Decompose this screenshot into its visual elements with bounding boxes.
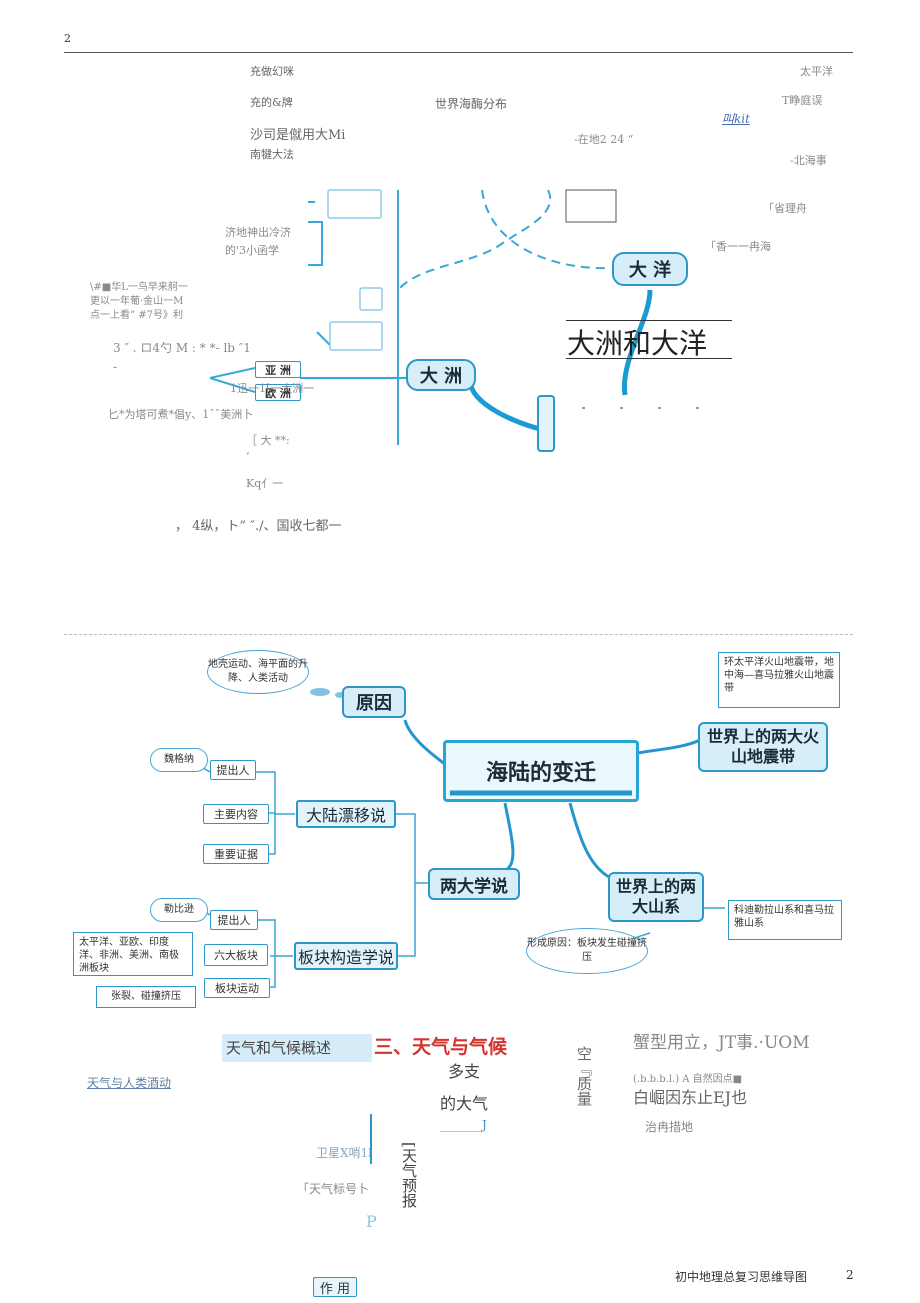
footer-page-number: 2: [846, 1268, 854, 1282]
header-rule: [64, 52, 853, 53]
section-divider: [64, 634, 853, 635]
ocr-text: 「省理舟: [763, 202, 807, 215]
ocr-text: ‘: [246, 450, 250, 463]
ocr-text: 济地神出冷济: [225, 226, 291, 239]
mountains-note: 科迪勒拉山系和喜马拉雅山系: [728, 900, 842, 940]
node-oceans: 大 洋: [612, 252, 688, 286]
plate-motion-note: 张裂、碰撞挤压: [96, 986, 196, 1008]
plate-motion: 板块运动: [204, 978, 270, 998]
drift-content: 主要内容: [203, 804, 269, 824]
node-continental-drift: 大陆漂移说: [296, 800, 396, 828]
ocr-text: 1迅一1[一大洲一: [230, 382, 315, 395]
mountains-reason-bubble: 形成原因：板块发生碰撞挤压: [526, 928, 648, 974]
ocr-text: -: [113, 360, 118, 374]
node-plate-tectonics: 板块构造学说: [294, 942, 398, 970]
ocr-text: 点一上看” #7号》利: [90, 310, 184, 321]
six-plates-note: 太平洋、亚欧、印度洋、非洲、美洲、南极洲板块: [73, 932, 193, 976]
ocr-text: 3 ″ . ロ4勺 M : * *- lb ″1: [113, 341, 251, 355]
node-continents: 大 洲: [406, 359, 476, 391]
ocr-text: (.b.b.b.l.) A 自然因点■: [633, 1074, 743, 1085]
ocr-text: 治冉措地: [645, 1120, 694, 1134]
ocr-text: 的大气: [440, 1094, 489, 1113]
ocr-text: ， 4纵，ト” ″./、国收七都一: [175, 519, 342, 534]
ocr-text: 充的&牌: [250, 96, 293, 109]
ocr-text: _______J: [440, 1118, 487, 1132]
ocr-text: 更以一年葡·金山一M: [90, 296, 184, 307]
ocr-text: 「天气标号卜: [297, 1182, 370, 1196]
section3-title: 三、天气与气候: [374, 1036, 508, 1058]
ocr-text: 南犍大法: [250, 148, 294, 161]
ocr-text: -在地2 24 “: [574, 133, 634, 146]
ocr-text: 卫星X哨1l: [316, 1146, 373, 1160]
weather-overview-label: 天气和气候概述: [222, 1034, 372, 1062]
drift-proposer: 提出人: [210, 760, 256, 780]
ocr-text: T睁庭误: [782, 94, 823, 107]
footer-title: 初中地理总复习思维导图: [675, 1270, 808, 1284]
ocr-text: 世界海酶分布: [435, 97, 508, 111]
ocr-text: 充做幻咪: [250, 65, 294, 78]
node-function: 作 用: [313, 1277, 357, 1297]
node-two-theories: 两大学说: [428, 868, 520, 900]
node-two-volcano-belts: 世界上的两大火山地震带: [698, 722, 828, 772]
ocr-text: 沙司是僦用大Mi: [250, 128, 346, 143]
ocr-text: ［ 大 **:: [246, 434, 290, 447]
ocr-text: 的'3小函学: [225, 244, 280, 257]
plate-proposer: 提出人: [210, 910, 258, 930]
ocr-text: 多支: [448, 1062, 481, 1081]
ocr-text: 叫kit: [722, 112, 750, 126]
ocr-text: Kq亻一: [246, 477, 284, 490]
ocr-text: 匕*为塔可煮*倡y、1ˆˆ美洲卜: [108, 408, 254, 421]
node-asia: 亚 洲: [255, 361, 301, 378]
ocr-text: \#■华L一鸟早来舸一: [90, 282, 188, 293]
section1-title: 大洲和大洋: [567, 327, 708, 360]
node-europe: 欧 洲: [255, 384, 301, 401]
ocr-text: P: [366, 1212, 377, 1231]
drift-evidence: 重要证据: [203, 844, 269, 864]
ocr-vertical-text: 空『质量: [575, 1046, 593, 1106]
plate-proposer-bubble: 勒比逊: [150, 898, 208, 922]
page-number-top: 2: [64, 32, 71, 45]
ocr-text: 「香一一冉海: [705, 240, 771, 253]
node-two-mountain-systems: 世界上的两大山系: [608, 872, 704, 922]
six-plates: 六大板块: [204, 944, 268, 966]
ocr-vertical-text: [天气预报: [400, 1142, 418, 1208]
wegener-bubble: 魏格纳: [150, 748, 208, 772]
volcano-note: 环太平洋火山地震带，地中海—喜马拉雅火山地震带: [718, 652, 840, 708]
ocr-text: 太平洋: [800, 65, 833, 78]
ocr-text: 蟹型用立，JT事.·UOM: [633, 1033, 810, 1053]
ocr-text: 白崛因东止EJ也: [633, 1088, 748, 1107]
reason-bubble: 地壳运动、海平面的升降、人类活动: [207, 650, 309, 694]
ocr-text: -北海事: [790, 154, 827, 167]
node-reason: 原因: [342, 686, 406, 718]
weather-human-activity: 天气与人类酒动: [87, 1076, 172, 1090]
